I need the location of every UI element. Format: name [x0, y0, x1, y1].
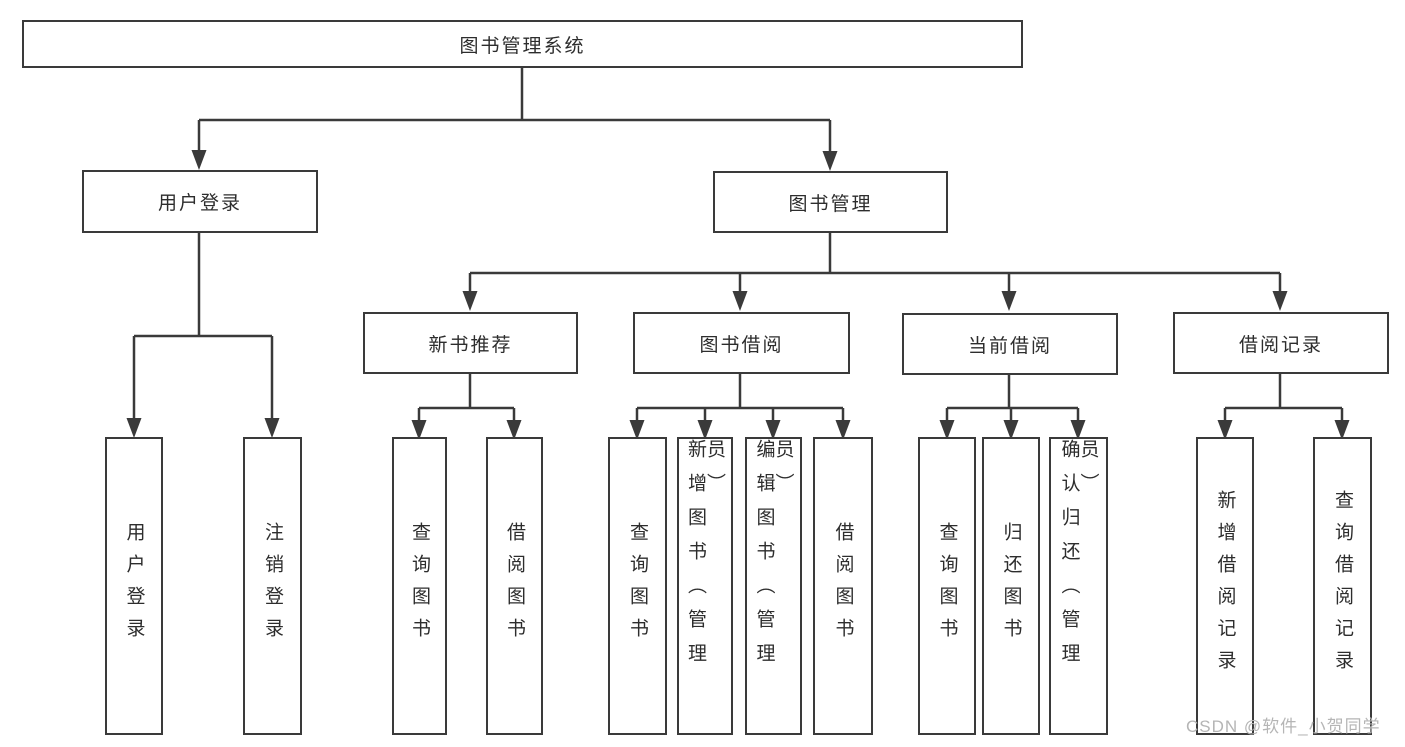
node-root-label: 图书管理系统 [459, 35, 586, 57]
leaf-logout-label: 注销登录 [262, 522, 283, 650]
leaf-cb-confirm-return-admin: 确认归还（管理员） [1049, 437, 1108, 735]
node-user-login-label: 用户登录 [157, 193, 242, 214]
leaf-cb-return-books-label: 归还图书 [1000, 522, 1022, 650]
node-new-book-recommend: 新书推荐 [363, 312, 578, 374]
node-book-management-label: 图书管理 [788, 193, 873, 215]
leaf-bb-edit-books-admin: 编辑图书（管理员） [745, 437, 802, 735]
leaf-nbr-borrow-books: 借阅图书 [486, 437, 543, 735]
node-current-borrow: 当前借阅 [902, 313, 1118, 375]
leaf-br-add-record: 新增借阅记录 [1196, 437, 1254, 735]
node-new-book-recommend-label: 新书推荐 [428, 334, 513, 356]
leaf-br-query-record: 查询借阅记录 [1313, 437, 1372, 735]
leaf-bb-query-books: 查询图书 [608, 437, 667, 735]
node-book-borrow: 图书借阅 [633, 312, 850, 374]
node-book-borrow-label: 图书借阅 [699, 334, 784, 356]
node-book-management: 图书管理 [713, 171, 948, 233]
node-borrow-records: 借阅记录 [1173, 312, 1389, 374]
node-root: 图书管理系统 [22, 20, 1023, 68]
leaf-bb-add-books-admin: 新增图书（管理员） [677, 437, 733, 735]
leaf-cb-query-books: 查询图书 [918, 437, 976, 735]
leaf-bb-add-books-admin-label: 新增图书（管理员） [685, 439, 725, 677]
leaf-nbr-query-books: 查询图书 [392, 437, 447, 735]
leaf-user-login: 用户登录 [105, 437, 163, 735]
leaf-br-query-record-label: 查询借阅记录 [1332, 490, 1353, 682]
leaf-logout: 注销登录 [243, 437, 302, 735]
leaf-nbr-query-books-label: 查询图书 [409, 522, 430, 650]
csdn-watermark: CSDN @软件_小贺同学 [1186, 717, 1381, 736]
leaf-bb-borrow-books: 借阅图书 [813, 437, 873, 735]
leaf-br-add-record-label: 新增借阅记录 [1214, 490, 1236, 682]
leaf-cb-return-books: 归还图书 [982, 437, 1040, 735]
leaf-bb-edit-books-admin-label: 编辑图书（管理员） [753, 439, 794, 677]
leaf-nbr-borrow-books-label: 借阅图书 [504, 522, 525, 650]
node-current-borrow-label: 当前借阅 [967, 335, 1052, 357]
leaf-cb-confirm-return-admin-label: 确认归还（管理员） [1058, 439, 1099, 677]
node-user-login: 用户登录 [82, 170, 318, 233]
leaf-bb-query-books-label: 查询图书 [627, 522, 648, 650]
leaf-user-login-label: 用户登录 [123, 522, 145, 650]
leaf-cb-query-books-label: 查询图书 [936, 522, 958, 650]
node-borrow-records-label: 借阅记录 [1238, 334, 1323, 356]
leaf-bb-borrow-books-label: 借阅图书 [832, 522, 854, 650]
